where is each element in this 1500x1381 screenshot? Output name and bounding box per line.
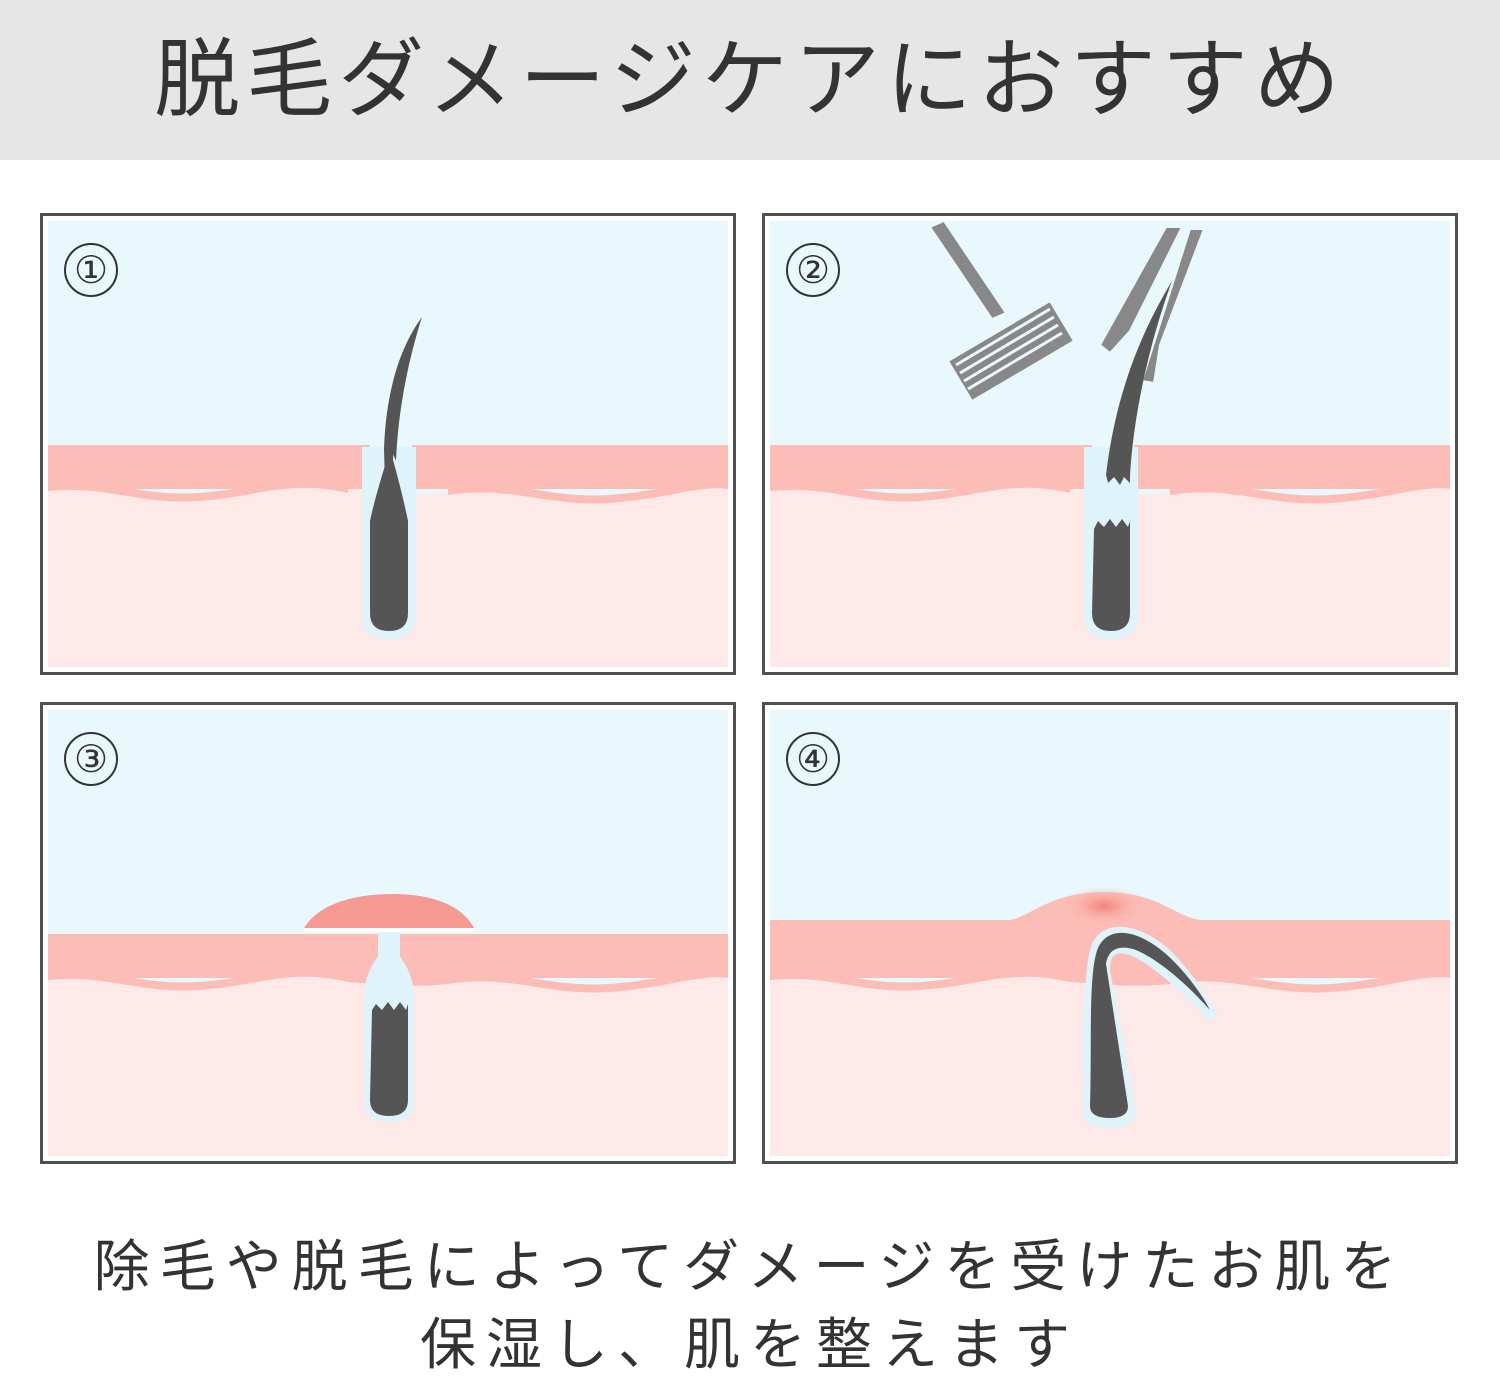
hair-shaft bbox=[1106, 281, 1172, 475]
panel-1: ① bbox=[40, 213, 736, 675]
header-banner: 脱毛ダメージケアにおすすめ bbox=[0, 0, 1500, 160]
hair-root bbox=[1092, 519, 1130, 631]
bump-base-line bbox=[304, 928, 474, 932]
razor-blades bbox=[955, 307, 1063, 391]
panel-3: ③ bbox=[40, 702, 736, 1164]
ingrown-hair bbox=[1090, 932, 1210, 1118]
hair-root bbox=[370, 451, 408, 631]
skin-surface-layer-left bbox=[770, 445, 1092, 489]
inflamed-spot bbox=[1062, 886, 1146, 926]
number-circle bbox=[64, 732, 118, 786]
caption-line-1: 除毛や脱毛によってダメージを受けたお肌を bbox=[93, 1235, 1407, 1300]
panel-4-number-badge: ④ bbox=[786, 732, 840, 786]
tweezers-arm-right bbox=[1140, 228, 1206, 385]
tweezers-arm-left bbox=[1098, 226, 1184, 355]
razor-handle bbox=[928, 221, 1008, 321]
panel-2-number-badge: ② bbox=[786, 243, 840, 297]
panel-2-number: ② bbox=[796, 248, 830, 292]
skin-bump bbox=[304, 894, 474, 928]
caption-line-2: 保湿し、肌を整えます bbox=[420, 1313, 1080, 1378]
razor-head bbox=[946, 299, 1076, 403]
skin-wave bbox=[48, 479, 348, 502]
number-circle bbox=[64, 243, 118, 297]
panel-4-illustration bbox=[770, 710, 1450, 1156]
skin-wave bbox=[770, 479, 1070, 502]
skin-wave-right bbox=[448, 480, 728, 504]
skin-surface-layer-left bbox=[48, 445, 370, 489]
panel-2: ② bbox=[762, 213, 1458, 675]
panel-3-illustration bbox=[48, 710, 728, 1156]
skin-surface-layer-right bbox=[1134, 445, 1450, 489]
panel-3-number: ③ bbox=[74, 737, 108, 781]
panel-1-illustration bbox=[48, 221, 728, 667]
hair-root bbox=[370, 1002, 408, 1116]
panel-2-illustration bbox=[770, 221, 1450, 667]
panel-4: ④ bbox=[762, 702, 1458, 1164]
number-circle bbox=[786, 732, 840, 786]
panel-3-number-badge: ③ bbox=[64, 732, 118, 786]
tweezers-icon bbox=[1098, 226, 1206, 385]
number-circle bbox=[786, 243, 840, 297]
skin-surface-layer-right bbox=[412, 445, 728, 489]
page-title: 脱毛ダメージケアにおすすめ bbox=[154, 30, 1346, 130]
razor-icon bbox=[928, 221, 1076, 403]
panel-1-number: ① bbox=[74, 248, 108, 292]
panel-1-number-badge: ① bbox=[64, 243, 118, 297]
hair-cut-edge bbox=[1106, 475, 1130, 485]
skin-wave-right bbox=[1170, 480, 1450, 504]
panel-4-number: ④ bbox=[796, 737, 830, 781]
hair-tip bbox=[392, 317, 422, 461]
